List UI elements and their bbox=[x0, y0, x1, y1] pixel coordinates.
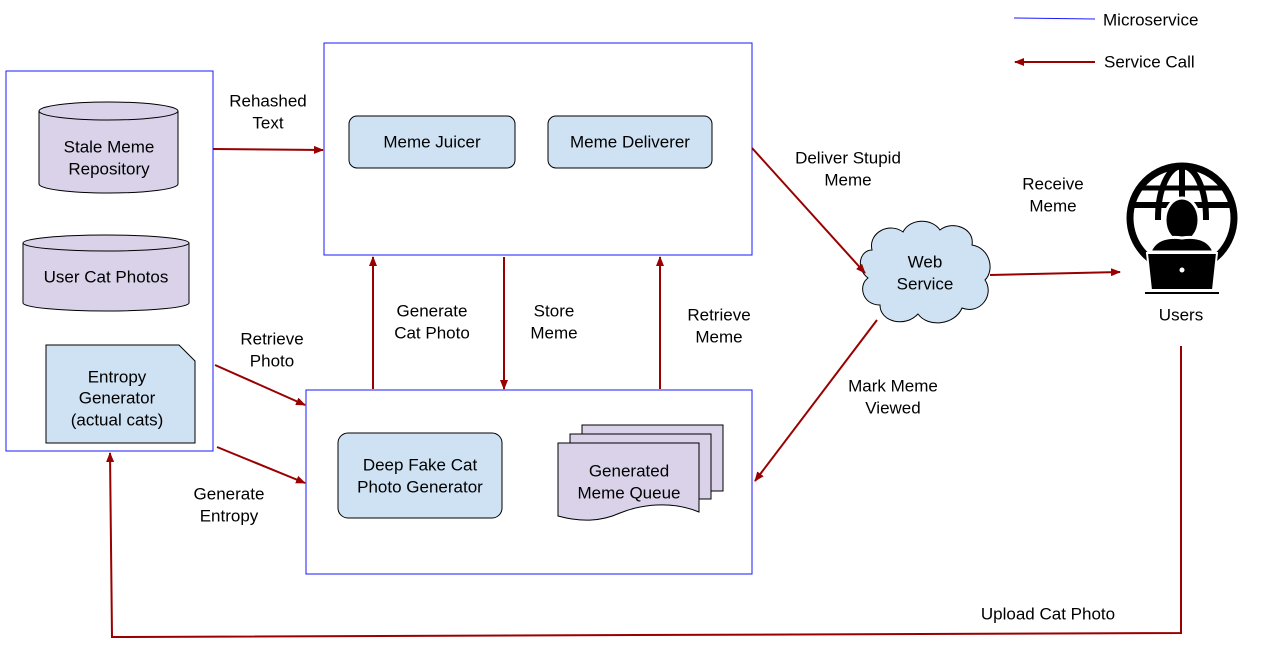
edge-label: Cat Photo bbox=[394, 323, 470, 342]
edge-receive-meme: Receive Meme bbox=[989, 174, 1121, 277]
meme-juicer: Meme Juicer bbox=[348, 115, 516, 169]
edge-label: Retrieve bbox=[687, 305, 750, 324]
node-label: Meme Queue bbox=[578, 483, 681, 502]
edge-rehashed-text: Rehashed Text bbox=[212, 91, 324, 154]
node-label: Users bbox=[1159, 305, 1203, 324]
edge-generate-entropy: Generate Entropy bbox=[194, 446, 306, 525]
generated-meme-queue: Generated Meme Queue bbox=[557, 424, 724, 521]
entropy-generator: Entropy Generator (actual cats) bbox=[45, 344, 196, 444]
edge-label: Meme bbox=[530, 323, 577, 342]
node-label: Generated bbox=[589, 461, 669, 480]
edge-label: Generate bbox=[194, 484, 265, 503]
edge-deliver-stupid-meme: Deliver Stupid Meme bbox=[751, 147, 901, 274]
node-label: Stale Meme bbox=[64, 137, 155, 156]
edge-label: Rehashed bbox=[229, 91, 307, 110]
edge-mark-meme-viewed: Mark Meme Viewed bbox=[754, 319, 938, 482]
legend-microservice-label: Microservice bbox=[1103, 10, 1198, 29]
edge-label: Meme bbox=[824, 170, 871, 189]
node-label: Service bbox=[897, 274, 954, 293]
edge-label: Text bbox=[252, 113, 283, 132]
legend-microservice-line bbox=[1013, 17, 1096, 20]
edge-label: Upload Cat Photo bbox=[981, 604, 1115, 623]
edge-store-meme: Store Meme bbox=[500, 257, 578, 390]
edge-upload-cat-photo: Upload Cat Photo bbox=[106, 346, 1182, 639]
edge-generate-cat-photo: Generate Cat Photo bbox=[369, 256, 470, 389]
user-cat-photos: User Cat Photos bbox=[22, 234, 190, 312]
node-label: Deep Fake Cat bbox=[363, 455, 478, 474]
edge-label: Store bbox=[534, 301, 575, 320]
users: Users bbox=[1126, 162, 1238, 324]
node-label: User Cat Photos bbox=[44, 267, 169, 286]
legend-service-call-label: Service Call bbox=[1104, 52, 1195, 71]
edge-label: Receive bbox=[1022, 174, 1083, 193]
node-label: Generator bbox=[79, 388, 156, 407]
edge-label: Meme bbox=[695, 327, 742, 346]
node-label: Repository bbox=[68, 159, 150, 178]
edge-retrieve-meme: Retrieve Meme bbox=[656, 256, 751, 389]
edge-label: Photo bbox=[250, 351, 294, 370]
node-label: Web bbox=[908, 252, 943, 271]
node-label: Meme Juicer bbox=[383, 132, 481, 151]
edge-label: Mark Meme bbox=[848, 376, 938, 395]
edge-label: Meme bbox=[1029, 196, 1076, 215]
edge-label: Viewed bbox=[865, 398, 920, 417]
node-label: Entropy bbox=[88, 367, 147, 386]
edge-label: Generate bbox=[397, 301, 468, 320]
stale-meme-repository: Stale Meme Repository bbox=[38, 101, 179, 194]
legend: Microservice Service Call bbox=[1013, 10, 1198, 71]
node-label: (actual cats) bbox=[71, 410, 164, 429]
globe-user-laptop-icon bbox=[1126, 162, 1238, 294]
edge-label: Entropy bbox=[200, 506, 259, 525]
edge-retrieve-photo: Retrieve Photo bbox=[214, 329, 306, 406]
meme-deliverer: Meme Deliverer bbox=[547, 115, 713, 169]
edge-label: Retrieve bbox=[240, 329, 303, 348]
deep-fake-cat-photo-generator: Deep Fake Cat Photo Generator bbox=[337, 432, 503, 519]
edge-label: Deliver Stupid bbox=[795, 148, 901, 167]
node-label: Photo Generator bbox=[357, 477, 483, 496]
web-service: Web Service bbox=[859, 220, 991, 324]
node-label: Meme Deliverer bbox=[570, 132, 690, 151]
